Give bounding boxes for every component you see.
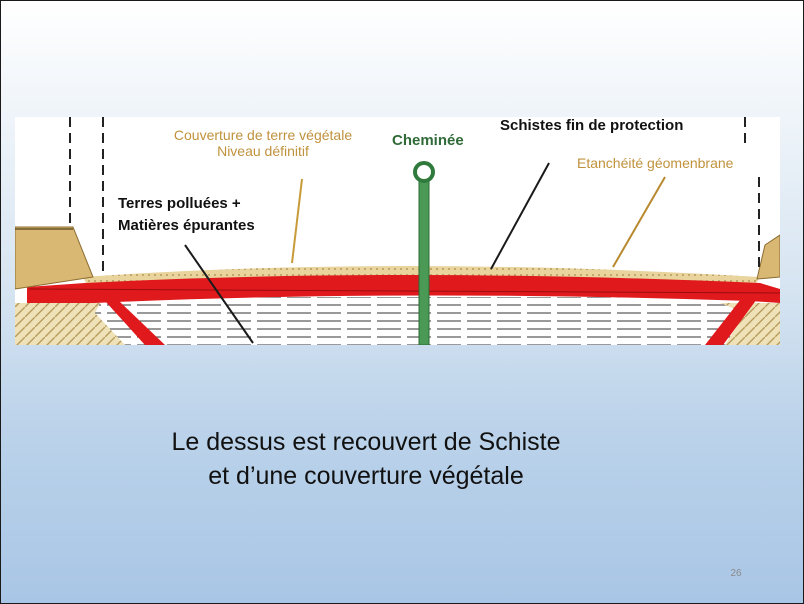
- geomembrane-top: [27, 275, 780, 303]
- chimney-vent-ring: [413, 161, 435, 183]
- label-couverture: Couverture de terre végétale Niveau défi…: [153, 127, 373, 159]
- left-embankment: [15, 226, 94, 290]
- landfill-cross-section-diagram: Couverture de terre végétale Niveau défi…: [15, 117, 780, 345]
- leader-etancheite: [612, 176, 666, 268]
- slide-number: 26: [730, 568, 742, 579]
- membrane-edge-line: [28, 288, 780, 294]
- label-etancheite: Etanchéité géomenbrane: [577, 155, 734, 171]
- caption-line2: et d’une couverture végétale: [208, 462, 524, 490]
- slide-caption: Le dessus est recouvert de Schiste et d’…: [101, 425, 631, 493]
- leader-schistes: [490, 162, 550, 270]
- leader-couverture: [291, 178, 303, 264]
- label-terres-line1: Terres polluées +: [118, 195, 241, 212]
- geomembrane-right-slope: [705, 299, 757, 345]
- right-embankment: [756, 234, 780, 280]
- label-terres-line2: Matières épurantes: [118, 217, 255, 234]
- label-couverture-line2: Niveau définitif: [217, 143, 309, 160]
- leader-terres: [184, 244, 254, 344]
- cross-section-svg: [15, 117, 780, 345]
- label-cheminee: Cheminée: [392, 132, 464, 149]
- caption-line1: Le dessus est recouvert de Schiste: [171, 428, 561, 456]
- geomembrane-left-slope: [105, 301, 165, 345]
- label-couverture-line1: Couverture de terre végétale: [173, 127, 353, 143]
- label-terres: Terres polluées + Matières épurantes: [118, 193, 255, 237]
- chimney-pipe: [418, 176, 430, 345]
- label-schistes: Schistes fin de protection: [500, 117, 684, 134]
